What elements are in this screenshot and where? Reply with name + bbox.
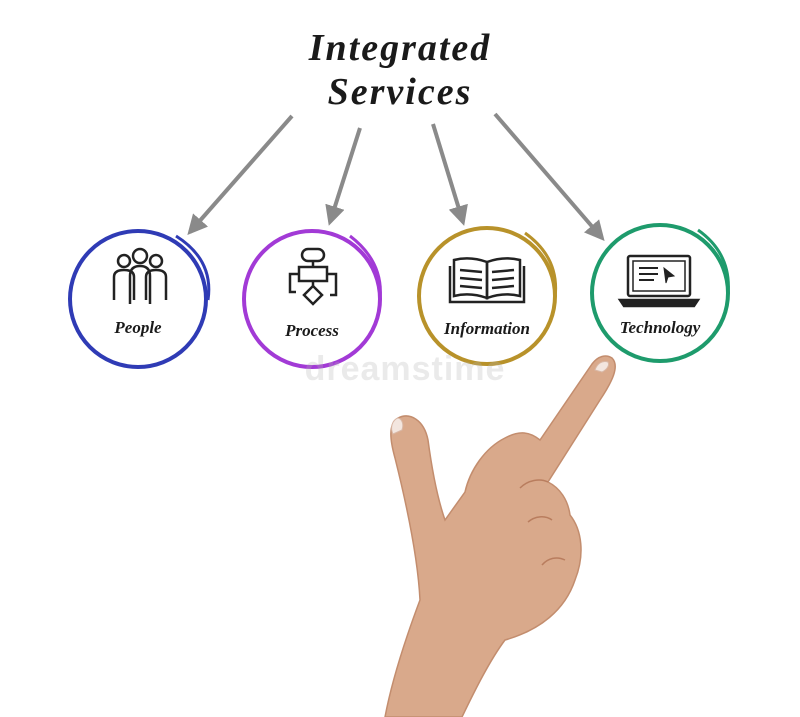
diagram-title: Integrated Services — [250, 26, 550, 114]
arrow-to-process — [325, 127, 362, 226]
laptop-icon — [617, 254, 701, 308]
node-people — [68, 229, 211, 369]
node-ring-tail-process — [349, 234, 382, 301]
node-label-technology: Technology — [619, 318, 701, 337]
pointing-hand-image — [384, 355, 616, 717]
title-line-1: Integrated — [308, 27, 492, 69]
node-ring-tail-people — [175, 234, 211, 301]
arrow-to-technology — [493, 112, 605, 242]
node-information — [417, 226, 558, 366]
node-ring-tail-information — [524, 231, 558, 299]
arrow-to-information — [431, 123, 468, 226]
node-technology — [590, 223, 730, 363]
node-ring-tail-technology — [697, 228, 730, 296]
flowchart-icon — [288, 247, 338, 306]
node-label-people: People — [114, 318, 162, 337]
node-ring-process — [242, 229, 382, 369]
node-ring-people — [68, 229, 208, 369]
watermark: dreamstime — [304, 350, 506, 388]
node-label-information: Information — [444, 319, 530, 338]
node-label-process: Process — [285, 321, 339, 340]
arrow-to-people — [187, 114, 294, 236]
title-line-2: Services — [327, 71, 473, 113]
node-ring-technology — [590, 223, 730, 363]
open-book-icon — [448, 257, 526, 304]
node-process — [242, 229, 382, 369]
people-icon — [112, 247, 168, 304]
